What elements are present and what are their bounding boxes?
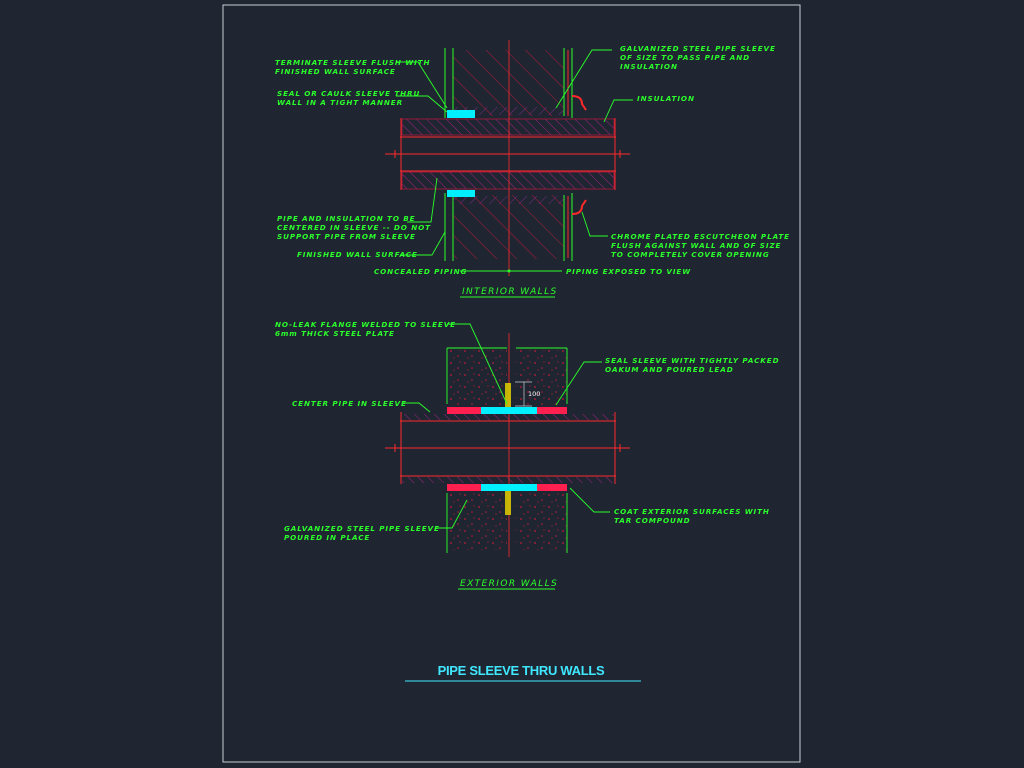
flange-plate-top	[505, 383, 511, 407]
note-insulation: INSULATION	[637, 94, 695, 103]
note-coat-exterior: COAT EXTERIOR SURFACES WITH TAR COMPOUND	[614, 507, 773, 525]
exterior-sleeve-bottom-left	[447, 484, 481, 491]
note-galvanized-poured: GALVANIZED STEEL PIPE SLEEVE POURED IN P…	[284, 524, 443, 542]
subtitle-interior-walls: INTERIOR WALLS	[462, 287, 558, 297]
exterior-sleeve-top-center	[481, 407, 537, 414]
note-center-pipe: CENTER PIPE IN SLEEVE	[292, 399, 407, 408]
flange-plate-bottom	[505, 491, 511, 515]
exterior-sleeve-bottom-right	[537, 484, 567, 491]
note-finished-wall: FINISHED WALL SURFACE	[297, 250, 418, 259]
sleeve-seal-bottom	[447, 190, 475, 197]
note-pipe-centered: PIPE AND INSULATION TO BE CENTERED IN SL…	[277, 214, 434, 241]
note-piping-exposed: PIPING EXPOSED TO VIEW	[566, 267, 691, 276]
subtitle-exterior-walls: EXTERIOR WALLS	[460, 579, 558, 589]
interior-wall-upper	[453, 50, 564, 116]
concrete-upper-right	[516, 350, 567, 405]
exterior-sleeve-top-right	[537, 407, 567, 414]
exterior-sleeve-bottom-center	[481, 484, 537, 491]
escutcheon-bottom	[571, 199, 587, 215]
drawing-title: PIPE SLEEVE THRU WALLS	[438, 663, 605, 678]
note-no-leak-flange: NO-LEAK FLANGE WELDED TO SLEEVE 6mm THIC…	[275, 320, 459, 338]
exterior-notes: NO-LEAK FLANGE WELDED TO SLEEVE 6mm THIC…	[275, 320, 783, 542]
dimension-label: 100	[528, 390, 540, 398]
sleeve-seal-top	[447, 110, 475, 118]
interior-wall-detail	[385, 40, 633, 276]
sheet-border	[222, 4, 801, 763]
sleeve-insulation-bottom	[453, 196, 564, 204]
note-chrome-plate: CHROME PLATED ESCUTCHEON PLATE FLUSH AGA…	[611, 232, 793, 259]
exterior-pipe-insulation-top	[402, 414, 614, 420]
interior-wall-lower	[453, 195, 564, 259]
note-galvanized-sleeve: GALVANIZED STEEL PIPE SLEEVE OF SIZE TO …	[620, 44, 779, 71]
exterior-pipe-insulation-bottom	[402, 477, 614, 483]
note-seal-caulk: SEAL OR CAULK SLEEVE THRU WALL IN A TIGH…	[277, 89, 424, 107]
concrete-lower-left	[447, 492, 507, 550]
exterior-wall-detail: 100	[385, 323, 630, 557]
sleeve-insulation-top	[453, 107, 564, 115]
pipe-insulation-upper	[401, 118, 615, 136]
escutcheon-top	[571, 95, 587, 111]
note-terminate-sleeve: TERMINATE SLEEVE FLUSH WITH FINISHED WAL…	[275, 58, 434, 76]
note-seal-oakum: SEAL SLEEVE WITH TIGHTLY PACKED OAKUM AN…	[605, 356, 783, 374]
interior-notes: TERMINATE SLEEVE FLUSH WITH FINISHED WAL…	[275, 44, 793, 276]
exterior-sleeve-top-left	[447, 407, 481, 414]
pipe-insulation-lower	[401, 171, 615, 190]
concrete-lower-right	[516, 492, 567, 550]
note-concealed-piping: CONCEALED PIPING	[374, 267, 467, 276]
concrete-upper-left	[447, 350, 507, 405]
